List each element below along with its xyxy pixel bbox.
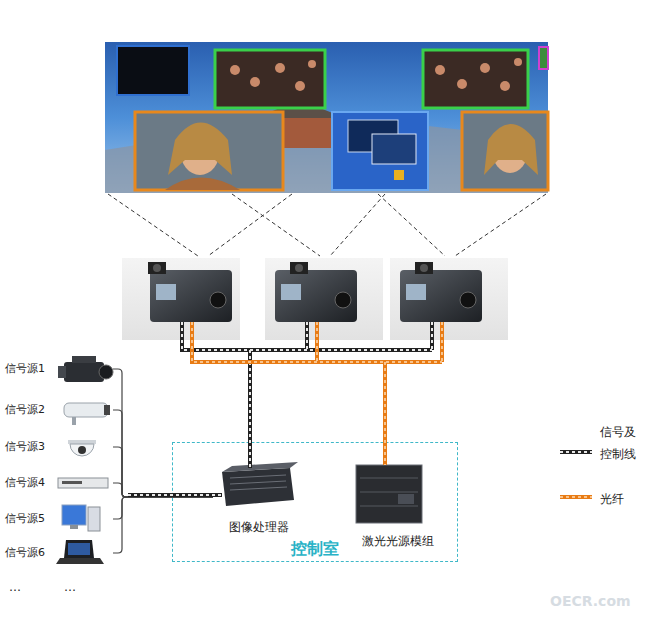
source-label: 信号源5 [5, 511, 45, 527]
legend-text: 信号及 控制线 [600, 421, 644, 465]
source-label: 信号源3 [5, 439, 45, 455]
bullet-camera-icon [64, 403, 110, 425]
source-label: 信号源2 [5, 402, 45, 418]
projector [390, 258, 508, 340]
legend-sample [560, 497, 592, 498]
projection-rays [108, 194, 546, 256]
connector [113, 447, 213, 497]
video-camera-icon [58, 356, 113, 382]
equipment-label: 激光光源模组 [346, 533, 450, 549]
laptop-icon [56, 540, 104, 564]
equipment-label: 图像处理器 [213, 519, 305, 535]
signal-cable [128, 322, 432, 495]
image-processor-icon [222, 462, 298, 506]
dome-camera-icon [68, 440, 96, 456]
signal-source: 信号源6 [3, 538, 113, 568]
laser-module-icon [356, 465, 422, 523]
signal-source: 信号源1 [3, 354, 113, 384]
connector [113, 410, 213, 497]
connector [113, 369, 213, 497]
connector [113, 483, 213, 497]
source-label: 信号源1 [5, 361, 45, 377]
legend-line-sample [560, 451, 592, 453]
signal-source: 信号源2 [3, 395, 113, 425]
dvd-player-icon [58, 478, 108, 488]
connector [113, 497, 213, 553]
desktop-pc-icon [62, 505, 100, 531]
equipment-box: 图像处理器 [213, 459, 305, 535]
projector [122, 258, 240, 340]
legend-text: 光纤 [600, 488, 644, 510]
source-label: 信号源4 [5, 475, 45, 491]
legend-line-sample [560, 450, 592, 454]
signal-source: 信号源3 [3, 432, 113, 462]
ellipsis-label: … [9, 580, 21, 594]
ellipsis-label: … [64, 580, 76, 594]
fiber-cable [192, 322, 442, 465]
signal-source: 信号源4 [3, 468, 113, 498]
connector [113, 497, 213, 519]
watermark: OECR.com [550, 593, 631, 609]
equipment-box: 激光光源模组 [346, 459, 450, 549]
legend-line-sample [560, 496, 592, 498]
projector [265, 258, 383, 340]
source-label: 信号源6 [5, 545, 45, 561]
legend-sample [560, 452, 592, 453]
legend-line-sample [560, 495, 592, 499]
control-room-box: 控制室图像处理器激光光源模组 [172, 442, 458, 562]
signal-source: 信号源5 [3, 504, 113, 534]
display-wall [105, 42, 548, 193]
